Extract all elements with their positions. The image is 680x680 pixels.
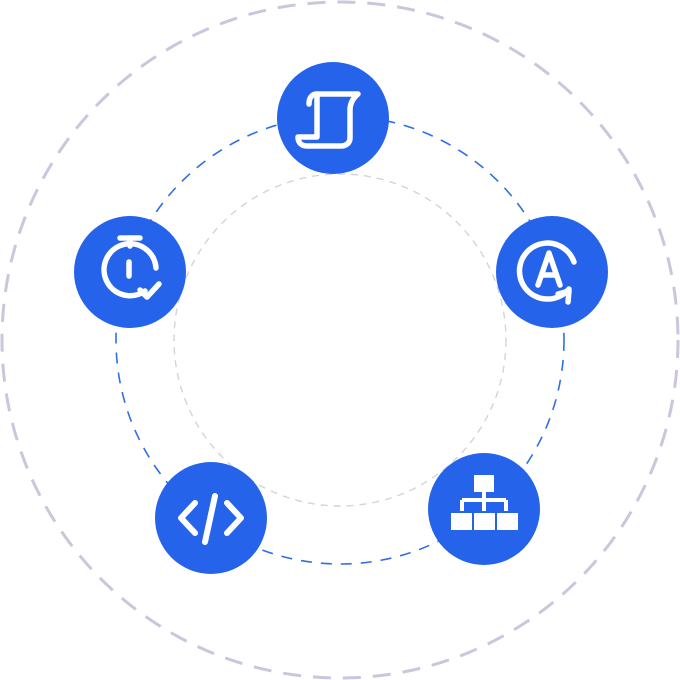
tree-leaf-right [497,513,518,530]
node-right [496,216,608,328]
hierarchy-tree-icon [451,475,518,530]
node-bottom-right [428,453,540,565]
node-right-circle [496,216,608,328]
scroll-document-icon [295,91,361,149]
tree-leaf-middle [474,513,495,530]
tree-root-node [474,475,494,492]
node-top [277,62,389,174]
node-top-circle [277,62,389,174]
stopwatch-check-icon [101,235,162,300]
tree-leaf-left [451,513,472,530]
node-left [74,216,186,328]
auto-update-a-icon [516,240,577,305]
code-brackets-icon [178,493,244,545]
inner-dashed-ring [173,173,507,507]
node-bottom-left [155,462,267,574]
middle-dashed-ring [115,115,565,565]
